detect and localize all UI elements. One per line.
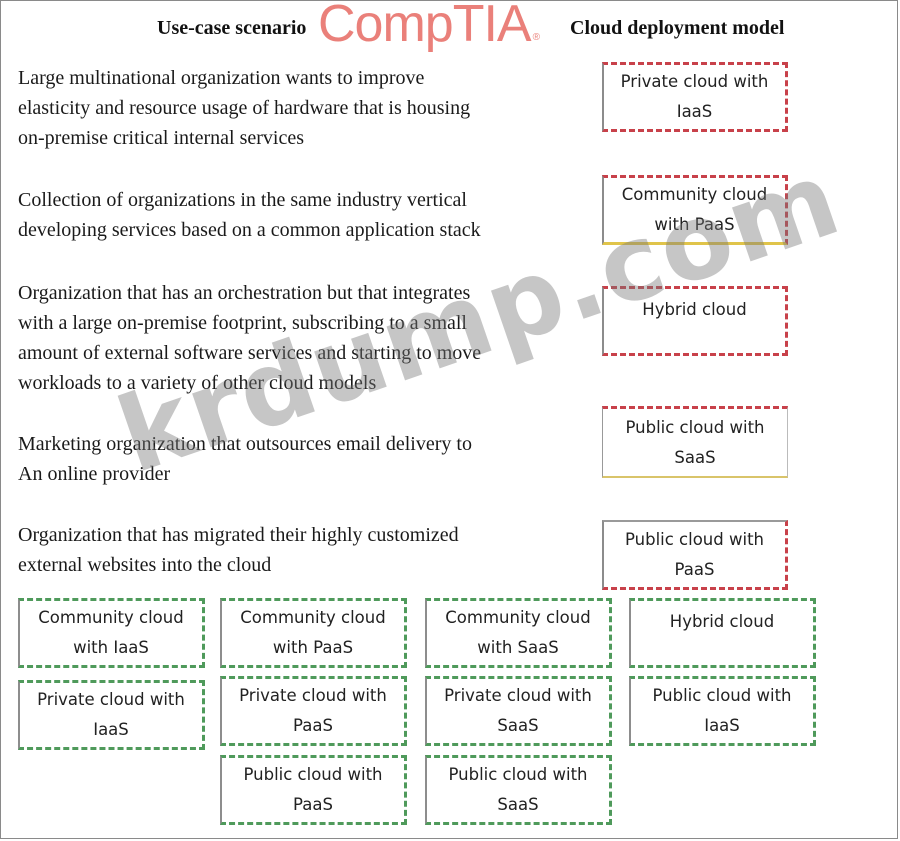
tile-label: SaaS <box>497 716 539 735</box>
tile-label: with PaaS <box>654 215 735 234</box>
tile-label: Hybrid cloud <box>669 612 775 631</box>
tile-label: Private cloud with <box>620 72 769 91</box>
comptia-logo: CompTIA® <box>318 0 540 53</box>
scenario-line: on-premise critical internal services <box>18 127 304 149</box>
scenario-line: Large multinational organization wants t… <box>18 67 425 89</box>
tile-label: Public cloud with <box>625 417 765 437</box>
tile-label: Hybrid cloud <box>642 300 747 319</box>
tile-label: Public cloud with <box>448 765 588 784</box>
tile-label: with IaaS <box>73 638 149 657</box>
tile-label: Community cloud <box>240 608 386 627</box>
tile-label: Private cloud with <box>444 686 592 705</box>
option-community-iaas[interactable]: Community cloud with IaaS <box>18 598 205 668</box>
scenario-3: Organization that has an orchestration b… <box>18 278 578 398</box>
tile-label: Public cloud with <box>624 529 764 549</box>
tile-label: IaaS <box>704 716 740 735</box>
scenario-line: workloads to a variety of other cloud mo… <box>18 372 377 394</box>
scenario-line: Organization that has an orchestration b… <box>18 282 471 304</box>
tile-label: Community cloud <box>445 608 591 627</box>
tile-label: PaaS <box>293 716 333 735</box>
tile-label: Public cloud with <box>243 765 383 784</box>
option-community-paas[interactable]: Community cloud with PaaS <box>220 598 407 668</box>
tile-label: Private cloud with <box>239 686 387 705</box>
scenario-line: amount of external software services and… <box>18 342 482 364</box>
scenario-line: external websites into the cloud <box>18 554 272 576</box>
tile-label: Community cloud <box>38 608 184 627</box>
tile-label: PaaS <box>674 559 715 579</box>
use-case-header: Use-case scenario <box>157 17 307 39</box>
option-community-saas[interactable]: Community cloud with SaaS <box>425 598 612 668</box>
scenario-2: Collection of organizations in the same … <box>18 185 578 245</box>
scenario-line: Organization that has migrated their hig… <box>18 524 459 546</box>
tile-label: Public cloud with <box>652 686 792 705</box>
scenario-5: Organization that has migrated their hig… <box>18 520 578 580</box>
tile-label: PaaS <box>293 795 333 814</box>
drop-target-2[interactable]: Community cloud with PaaS <box>602 175 788 245</box>
scenario-line: Marketing organization that outsources e… <box>18 433 472 455</box>
tile-label: Community cloud <box>621 185 768 204</box>
scenario-1: Large multinational organization wants t… <box>18 63 578 153</box>
scenario-line: developing services based on a common ap… <box>18 219 481 241</box>
tile-label: SaaS <box>497 795 539 814</box>
tile-label: IaaS <box>676 102 713 121</box>
tile-label: with SaaS <box>477 638 559 657</box>
scenario-4: Marketing organization that outsources e… <box>18 429 578 489</box>
option-hybrid-cloud[interactable]: Hybrid cloud <box>629 598 816 668</box>
tile-label: with PaaS <box>272 638 354 657</box>
scenario-line: Collection of organizations in the same … <box>18 189 467 211</box>
deployment-model-header: Cloud deployment model <box>570 17 785 39</box>
scenario-line: An online provider <box>18 463 171 485</box>
scenario-line: with a large on-premise footprint, subsc… <box>18 312 467 334</box>
drop-target-3[interactable]: Hybrid cloud <box>602 286 788 356</box>
tile-label: IaaS <box>93 720 129 739</box>
tile-label: SaaS <box>674 447 716 467</box>
scenario-line: elasticity and resource usage of hardwar… <box>18 97 471 119</box>
tile-label: Private cloud with <box>37 690 185 709</box>
